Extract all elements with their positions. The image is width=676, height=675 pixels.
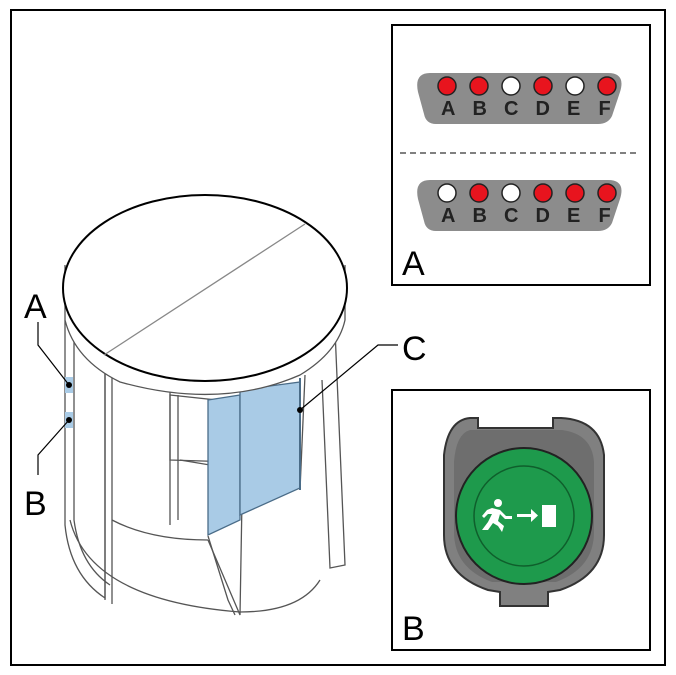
lamp-letter-a-row-1: A <box>441 98 455 120</box>
panel-b-label: B <box>402 610 425 648</box>
callout-b: B <box>24 485 47 523</box>
lamp-letter-f-row-1: F <box>599 98 611 120</box>
detail-panel-b: B <box>391 389 651 651</box>
lamp-d-row-2 <box>533 183 553 203</box>
lamp-letter-c-row-1: C <box>504 98 518 120</box>
door-wing-dot <box>297 407 303 413</box>
drum-wall-left-inner <box>73 330 111 586</box>
lamp-letter-e-row-2: E <box>567 205 580 227</box>
canopy-seam <box>103 223 306 356</box>
lamp-c-row-1 <box>501 76 521 96</box>
lamp-b-row-1 <box>469 76 489 96</box>
emergency-exit-running-person-icon <box>482 499 556 532</box>
lamp-a-row-2 <box>437 183 457 203</box>
lamp-c-row-2 <box>501 183 521 203</box>
lamp-letter-b-row-1: B <box>473 98 487 120</box>
lamp-letter-d-row-1: D <box>536 98 550 120</box>
front-wing-2 <box>207 535 236 616</box>
front-wing <box>207 499 243 616</box>
revolving-door <box>62 194 348 616</box>
leader-line-a <box>37 322 70 386</box>
lamp-letter-e-row-1: E <box>567 98 580 120</box>
lamp-e-row-1 <box>565 76 585 96</box>
lamp-letter-a-row-2: A <box>441 205 455 227</box>
lamp-e-row-2 <box>565 183 585 203</box>
lamp-letter-c-row-2: C <box>504 205 518 227</box>
lamp-b-row-2 <box>469 183 489 203</box>
lamp-letter-f-row-2: F <box>599 205 611 227</box>
leader-line-b <box>37 419 70 475</box>
lamp-letter-b-row-2: B <box>473 205 487 227</box>
floor-ring-inner <box>111 519 209 541</box>
lamp-f-row-2 <box>597 183 617 203</box>
door-wing-glass <box>207 394 241 537</box>
floor-ring <box>69 519 321 613</box>
lamp-d-row-1 <box>533 76 553 96</box>
emergency-exit-button-ring <box>473 465 575 567</box>
lamp-f-row-1 <box>597 76 617 96</box>
callout-a: A <box>24 288 47 326</box>
panel-a-label: A <box>402 245 425 283</box>
callout-c: C <box>402 330 427 368</box>
lamp-a-row-1 <box>437 76 457 96</box>
drum-wall-right <box>321 329 346 569</box>
panel-a-frame <box>391 24 651 286</box>
leader-line-c <box>299 344 398 411</box>
canopy-top <box>62 194 348 382</box>
lamp-letter-d-row-2: D <box>536 205 550 227</box>
